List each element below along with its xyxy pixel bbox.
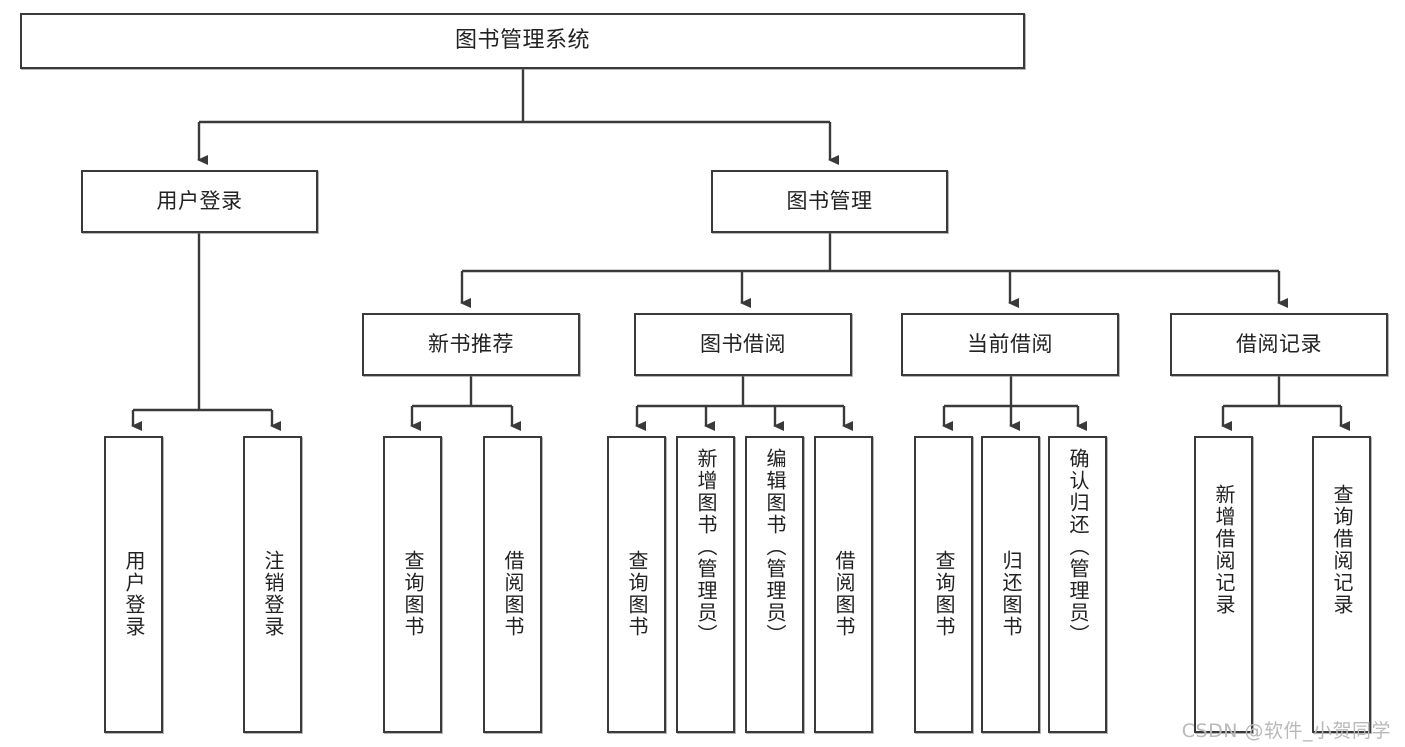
leaf-book-borrow-add-book-admin[interactable]: 新增图书（管理员） <box>676 436 735 733</box>
node-label: 确认归还（管理员） <box>1066 448 1090 646</box>
node-label: 查询图书 <box>932 550 956 638</box>
node-label: 归还图书 <box>999 550 1023 638</box>
csdn-watermark: CSDN @软件_小贺同学 <box>1181 720 1391 742</box>
leaf-new-book-borrow-book[interactable]: 借阅图书 <box>483 436 542 733</box>
node-book-management[interactable]: 图书管理 <box>711 170 948 233</box>
node-label: 用户登录 <box>156 188 243 213</box>
node-label: 新增借阅记录 <box>1212 484 1236 616</box>
node-label: 图书借阅 <box>700 331 786 356</box>
node-user-login[interactable]: 用户登录 <box>81 170 318 233</box>
node-label: 借阅记录 <box>1236 331 1322 356</box>
node-label: 查询图书 <box>625 550 649 638</box>
node-current-borrow[interactable]: 当前借阅 <box>901 313 1119 376</box>
node-borrow-record[interactable]: 借阅记录 <box>1170 313 1388 376</box>
leaf-borrow-record-query-record[interactable]: 查询借阅记录 <box>1312 436 1371 733</box>
node-book-borrow[interactable]: 图书借阅 <box>634 313 852 376</box>
leaf-current-borrow-confirm-return-admin[interactable]: 确认归还（管理员） <box>1048 436 1107 733</box>
node-label: 当前借阅 <box>967 331 1053 356</box>
leaf-user-login-login[interactable]: 用户登录 <box>104 436 163 733</box>
node-label: 新书推荐 <box>428 331 514 356</box>
leaf-borrow-record-add-record[interactable]: 新增借阅记录 <box>1194 436 1253 733</box>
leaf-current-borrow-query-book[interactable]: 查询图书 <box>914 436 973 733</box>
node-label: 用户登录 <box>122 550 146 638</box>
node-new-book-recommend[interactable]: 新书推荐 <box>362 313 580 376</box>
node-label: 编辑图书（管理员） <box>763 448 787 646</box>
leaf-current-borrow-return-book[interactable]: 归还图书 <box>981 436 1040 733</box>
leaf-user-login-logout[interactable]: 注销登录 <box>243 436 302 733</box>
node-label: 新增图书（管理员） <box>694 448 718 646</box>
node-label: 借阅图书 <box>832 550 856 638</box>
node-label: 图书管理 <box>786 188 873 213</box>
leaf-book-borrow-edit-book-admin[interactable]: 编辑图书（管理员） <box>745 436 804 733</box>
node-label: 查询图书 <box>401 550 425 638</box>
node-label: 图书管理系统 <box>454 27 590 53</box>
leaf-new-book-query-book[interactable]: 查询图书 <box>383 436 442 733</box>
node-label: 注销登录 <box>261 550 285 638</box>
node-root-system[interactable]: 图书管理系统 <box>20 13 1025 69</box>
node-label: 借阅图书 <box>501 550 525 638</box>
leaf-book-borrow-query-book[interactable]: 查询图书 <box>607 436 666 733</box>
leaf-book-borrow-borrow-book[interactable]: 借阅图书 <box>814 436 873 733</box>
node-label: 查询借阅记录 <box>1330 484 1354 616</box>
